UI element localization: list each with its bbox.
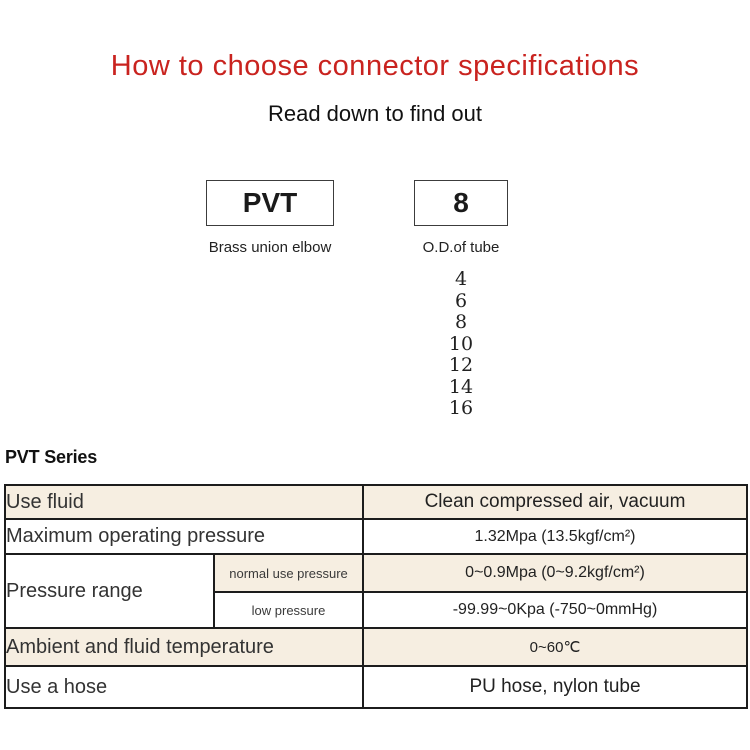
- tube-size-option: 8: [454, 311, 468, 333]
- model-code-box: PVT: [206, 180, 334, 226]
- max-pressure-label: Maximum operating pressure: [4, 518, 364, 555]
- low-pressure-label: low pressure: [213, 591, 364, 629]
- tube-size-option: 16: [448, 397, 474, 419]
- use-fluid-value: Clean compressed air, vacuum: [362, 484, 748, 520]
- temperature-value: 0~60℃: [362, 627, 748, 667]
- max-pressure-value: 1.32Mpa (13.5kgf/cm²): [362, 518, 748, 555]
- tube-size-option: 6: [454, 289, 468, 312]
- model-description: Brass union elbow: [208, 239, 332, 256]
- normal-pressure-value: 0~0.9Mpa (0~9.2kgf/cm²): [362, 553, 748, 593]
- page-subtitle: Read down to find out: [267, 101, 483, 126]
- table-row-low-pressure: low pressure -99.99~0Kpa (-750~0mmHg): [5, 591, 748, 629]
- series-heading: PVT Series: [5, 447, 98, 467]
- table-row-use-fluid: Use fluid Clean compressed air, vacuum: [4, 484, 748, 520]
- tube-size-code: 8: [453, 187, 469, 218]
- tube-size-box: 8: [414, 180, 508, 226]
- low-pressure-value: -99.99~0Kpa (-750~0mmHg): [362, 591, 748, 629]
- tube-size-option: 4: [454, 268, 468, 290]
- pressure-range-label: Pressure range: [4, 553, 215, 629]
- temperature-label: Ambient and fluid temperature: [4, 627, 364, 667]
- hose-value: PU hose, nylon tube: [362, 665, 748, 709]
- tube-size-option: 10: [448, 332, 474, 355]
- table-row-normal-pressure: Pressure range normal use pressure 0~0.9…: [4, 553, 748, 629]
- model-code: PVT: [242, 187, 298, 218]
- specification-table: Use fluid Clean compressed air, vacuum M…: [4, 484, 748, 709]
- table-row-max-pressure: Maximum operating pressure 1.32Mpa (13.5…: [4, 518, 748, 555]
- tube-size-option: 14: [448, 375, 474, 398]
- tube-size-options: 4 6 8 10 12 14 16: [414, 268, 508, 420]
- tube-size-option: 12: [448, 354, 474, 376]
- use-fluid-label: Use fluid: [4, 484, 364, 520]
- table-row-temperature: Ambient and fluid temperature 0~60℃: [4, 627, 748, 667]
- hose-label: Use a hose: [4, 665, 364, 709]
- normal-pressure-label: normal use pressure: [213, 553, 364, 593]
- tube-description: O.D.of tube: [422, 239, 500, 256]
- table-row-hose: Use a hose PU hose, nylon tube: [4, 665, 748, 709]
- page-title: How to choose connector specifications: [110, 50, 640, 82]
